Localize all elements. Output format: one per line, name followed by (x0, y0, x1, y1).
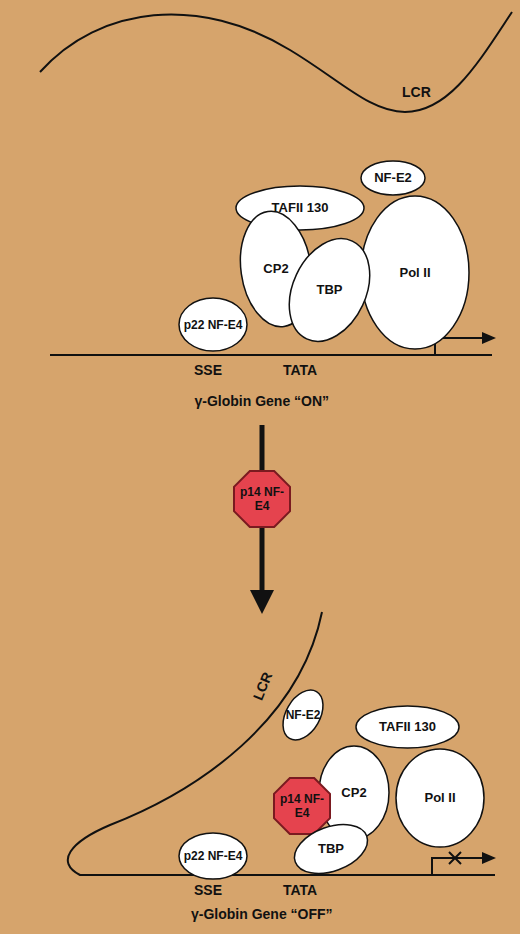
protein-ellipse: TBP (292, 235, 367, 345)
chromatin-loop (68, 612, 495, 875)
protein-name: NF-E2 (286, 708, 321, 722)
protein-ellipse: p22 NF-E4 (178, 297, 248, 352)
repressor-octagon: p14 NF-E4 (233, 470, 291, 528)
arrow-head (482, 852, 496, 864)
transcription-arrow (435, 338, 484, 355)
node-shape (361, 196, 469, 349)
protein-name: p22 NF-E4 (184, 849, 243, 863)
protein-ellipse: NF-E2 (360, 160, 426, 196)
element-label: LCR (402, 84, 431, 100)
node-shape (361, 161, 425, 195)
block-mark (449, 852, 461, 864)
element-label: SSE (194, 362, 222, 378)
protein-ellipse: p22 NF-E4 (178, 832, 248, 880)
protein-ellipse: Pol II (360, 195, 470, 350)
element-label: SSE (194, 882, 222, 898)
node-shape (356, 706, 459, 748)
node-shape (396, 749, 484, 847)
state-caption: γ-Globin Gene “ON” (195, 393, 330, 409)
node-shape (274, 226, 386, 355)
protein-ellipse: NF-E2 (275, 697, 331, 733)
protein-name: NF-E2 (374, 171, 412, 185)
node-shape (288, 815, 374, 882)
protein-ellipse: Pol II (395, 748, 485, 848)
protein-name: TAFII 130 (379, 720, 436, 734)
protein-name: CP2 (341, 786, 366, 800)
arrow-head (250, 590, 274, 614)
protein-ellipse: TBP (292, 826, 370, 872)
element-label: LCR (250, 670, 276, 703)
protein-name: p22 NF-E4 (184, 318, 243, 332)
protein-name: TBP (317, 283, 343, 297)
node-shape (274, 778, 330, 834)
element-label: TATA (283, 882, 317, 898)
chromatin-loop (40, 12, 512, 112)
protein-name: p14 NF-E4 (273, 792, 331, 820)
protein-name: Pol II (399, 266, 430, 280)
arrow-head (482, 332, 496, 344)
node-shape (234, 471, 290, 527)
repressor-octagon: p14 NF-E4 (273, 777, 331, 835)
node-shape (275, 683, 331, 747)
state-caption: γ-Globin Gene “OFF” (191, 906, 333, 922)
node-shape (179, 298, 247, 351)
protein-name: CP2 (263, 262, 288, 276)
protein-name: TBP (318, 842, 344, 856)
element-label: TATA (283, 362, 317, 378)
protein-name: p14 NF-E4 (233, 485, 291, 513)
node-shape (179, 833, 247, 879)
dna-strand (50, 354, 492, 356)
protein-name: Pol II (424, 791, 455, 805)
protein-ellipse: TAFII 130 (355, 705, 460, 749)
